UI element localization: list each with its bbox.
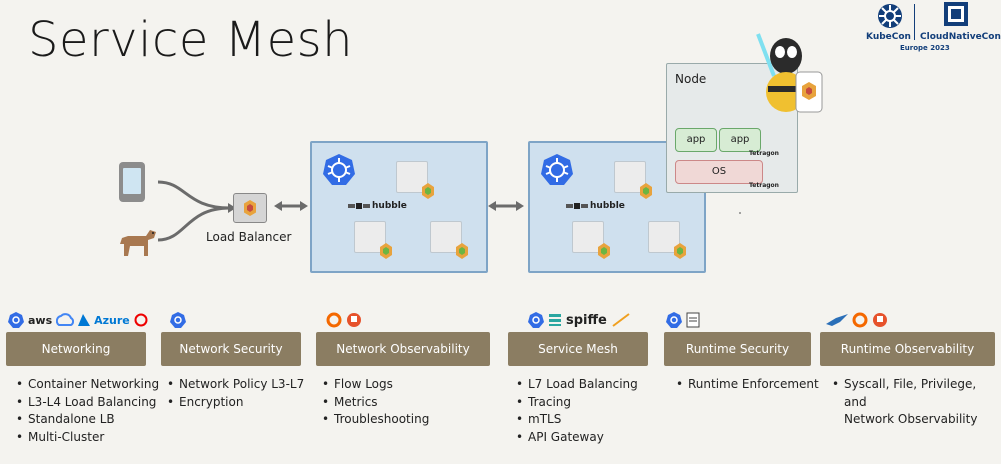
decor-dot [739, 212, 741, 214]
hubble-label: hubble [372, 201, 407, 211]
aws-logo: aws [28, 313, 53, 327]
kubernetes-icon [528, 312, 544, 328]
list-item: mTLS [516, 411, 638, 429]
capability-network-security-button[interactable]: Network Security [161, 332, 301, 366]
service-mesh-logos: spiffe [528, 308, 631, 332]
kubecon-wheel-icon [878, 4, 902, 28]
list-item: Network Policy L3-L7 [167, 376, 304, 394]
bidirectional-arrow-icon [488, 201, 524, 211]
file-icon [686, 312, 700, 328]
kubernetes-icon [666, 312, 682, 328]
capability-network-observability-button[interactable]: Network Observability [316, 332, 490, 366]
azure-icon [78, 314, 91, 326]
list-item: API Gateway [516, 429, 638, 447]
list-item: Container Networking [16, 376, 159, 394]
list-item: L7 Load Balancing [516, 376, 638, 394]
bidirectional-arrow-icon [274, 201, 308, 211]
tetragon-label: Tetragon [749, 150, 779, 157]
cloud-native-security-icon [612, 313, 630, 327]
networking-logos: aws Azure [8, 308, 148, 332]
cilium-icon [674, 243, 686, 259]
google-cloud-icon [56, 313, 75, 326]
list-item: Runtime Enforcement [676, 376, 819, 394]
cilium-icon [640, 183, 652, 199]
runtime-security-logos [666, 308, 700, 332]
kubecon-logo: KubeCon CloudNativeCon Europe 2023 [864, 0, 1001, 54]
networking-features: Container Networking L3-L4 Load Balancin… [14, 376, 159, 446]
slide-title: Service Mesh [28, 12, 354, 68]
list-item: L3-L4 Load Balancing [16, 394, 159, 412]
kubernetes-icon [323, 154, 355, 185]
client-connector [157, 180, 236, 242]
cilium-icon [456, 243, 468, 259]
grafana-icon [852, 312, 868, 328]
list-item: Network Observability [844, 412, 978, 426]
spiffe-logo: spiffe [566, 312, 607, 328]
tetragon-label: Tetragon [749, 182, 779, 189]
runtime-security-features: Runtime Enforcement [674, 376, 819, 394]
list-item: Metrics [322, 394, 429, 412]
pod [354, 221, 386, 253]
prometheus-icon [347, 313, 361, 327]
cilium-icon [422, 183, 434, 199]
bird-icon [826, 314, 848, 326]
capability-service-mesh-button[interactable]: Service Mesh [508, 332, 648, 366]
network-security-logos [170, 308, 186, 332]
load-balancer-label: Load Balancer [206, 230, 292, 244]
network-security-features: Network Policy L3-L7 Encryption [165, 376, 304, 411]
cilium-icon [244, 200, 256, 216]
openshift-icon [134, 313, 148, 327]
capability-runtime-security-button[interactable]: Runtime Security [664, 332, 811, 366]
kubernetes-icon [541, 154, 573, 185]
kubernetes-icon [8, 312, 24, 328]
list-item: Tracing [516, 394, 638, 412]
phone-icon [119, 162, 145, 202]
hubble-label: hubble [590, 201, 625, 211]
list-item: Multi-Cluster [16, 429, 159, 447]
kubernetes-icon [170, 312, 186, 328]
satellite-icon [348, 203, 370, 209]
runtime-observability-features: Syscall, File, Privilege, and Network Ob… [830, 376, 1001, 429]
os-box: OS [675, 160, 763, 184]
event-text: Europe 2023 [900, 44, 950, 52]
bee-mascot-icon [756, 33, 823, 113]
runtime-observability-logos [826, 308, 888, 332]
cloudnativecon-text: CloudNativeCon [920, 32, 1001, 42]
load-balancer-box [233, 193, 267, 223]
dog-icon [120, 230, 156, 256]
list-item: Flow Logs [322, 376, 429, 394]
satellite-icon [566, 203, 588, 209]
grafana-icon [326, 312, 342, 328]
service-mesh-features: L7 Load Balancing Tracing mTLS API Gatew… [514, 376, 638, 446]
kubecon-text: KubeCon [866, 32, 911, 42]
list-item: Troubleshooting [322, 411, 429, 429]
node-title: Node [675, 72, 707, 86]
capability-networking-button[interactable]: Networking [6, 332, 146, 366]
cilium-icon [598, 243, 610, 259]
cluster-1: hubble [310, 141, 488, 273]
azure-logo: Azure [94, 313, 130, 327]
logo-divider [914, 4, 915, 40]
cncf-icon [944, 2, 968, 26]
list-item: Standalone LB [16, 411, 159, 429]
app-box: app [719, 128, 761, 152]
prometheus-icon [873, 313, 887, 327]
network-observability-features: Flow Logs Metrics Troubleshooting [320, 376, 429, 429]
spiffe-icon [549, 314, 561, 326]
app-box: app [675, 128, 717, 152]
network-observability-logos [326, 308, 362, 332]
list-item: Encryption [167, 394, 304, 412]
list-item: Syscall, File, Privilege, and [832, 376, 1001, 411]
capability-runtime-observability-button[interactable]: Runtime Observability [820, 332, 995, 366]
cilium-icon [380, 243, 392, 259]
